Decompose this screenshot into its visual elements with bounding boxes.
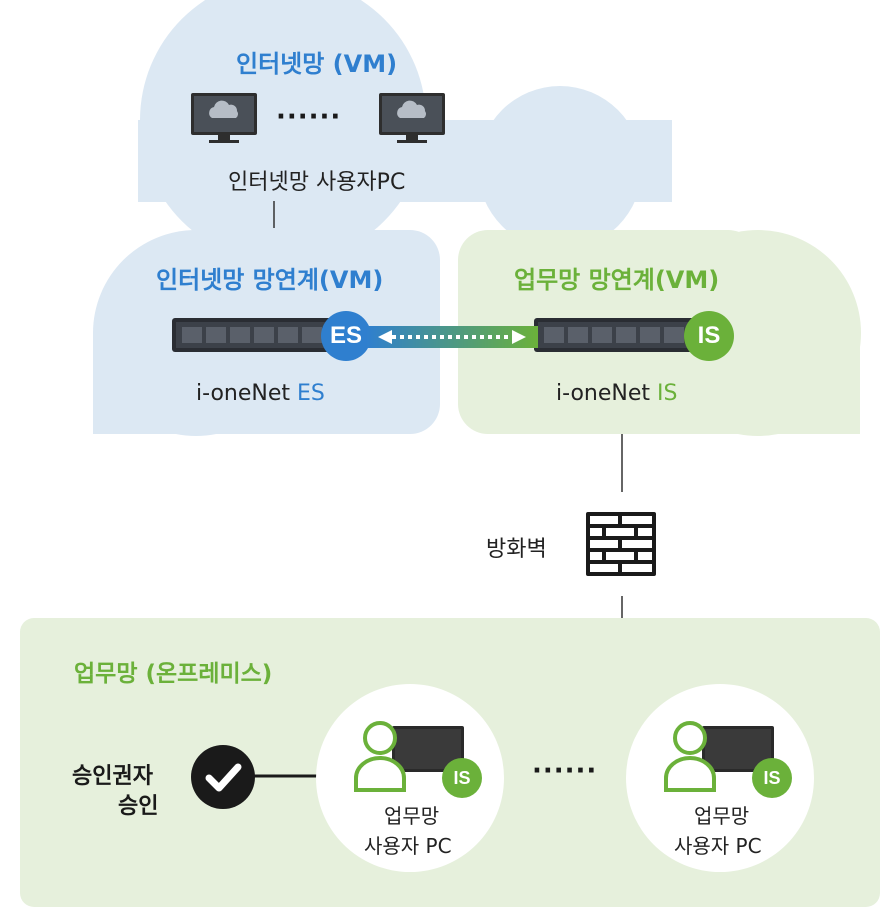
firewall-icon xyxy=(586,512,656,576)
is-badge-circle xyxy=(442,758,482,798)
product-name-suffix: ES xyxy=(297,381,325,406)
monitor-icon xyxy=(191,93,257,143)
approver-label-line1: 승인권자 xyxy=(72,764,153,789)
ellipsis-dots: ······ xyxy=(276,102,342,132)
user-monitor-icon xyxy=(664,721,774,792)
internet-cloud-title: 인터넷망 (VM) xyxy=(236,50,398,78)
onprem-title: 업무망 (온프레미스) xyxy=(74,661,273,687)
es-badge-label: ES xyxy=(329,322,362,349)
pc1-caption-line1: 업무망 xyxy=(384,804,440,828)
is-product-name: i-oneNet IS xyxy=(556,381,677,406)
approver-label-line2: 승인 xyxy=(118,794,159,819)
product-name-prefix: i-oneNet xyxy=(556,381,658,406)
pc1-caption-line2: 사용자 PC xyxy=(364,834,452,858)
is-badge-label: IS xyxy=(697,322,721,349)
pc-badge-label: IS xyxy=(453,767,471,788)
pc-badge-label: IS xyxy=(763,767,781,788)
ellipsis-dots: ······ xyxy=(532,756,598,786)
is-badge-circle xyxy=(684,311,734,361)
es-product-name: i-oneNet ES xyxy=(196,381,325,406)
pc2-caption-line2: 사용자 PC xyxy=(674,834,762,858)
is-zone-title: 업무망 망연계(VM) xyxy=(514,266,720,294)
product-name-suffix: IS xyxy=(657,381,678,406)
es-zone-title: 인터넷망 망연계(VM) xyxy=(156,266,384,294)
product-name-prefix: i-oneNet xyxy=(196,381,298,406)
es-badge-circle xyxy=(321,311,371,361)
bidirectional-link xyxy=(366,326,538,348)
is-badge-circle xyxy=(752,758,792,798)
monitor-icon xyxy=(379,93,445,143)
server-icon xyxy=(172,318,352,352)
server-icon xyxy=(534,318,714,352)
firewall-label: 방화벽 xyxy=(486,537,547,562)
pc2-caption-line1: 업무망 xyxy=(694,804,750,828)
check-icon xyxy=(191,745,255,809)
internet-pc-caption: 인터넷망 사용자PC xyxy=(228,170,406,195)
